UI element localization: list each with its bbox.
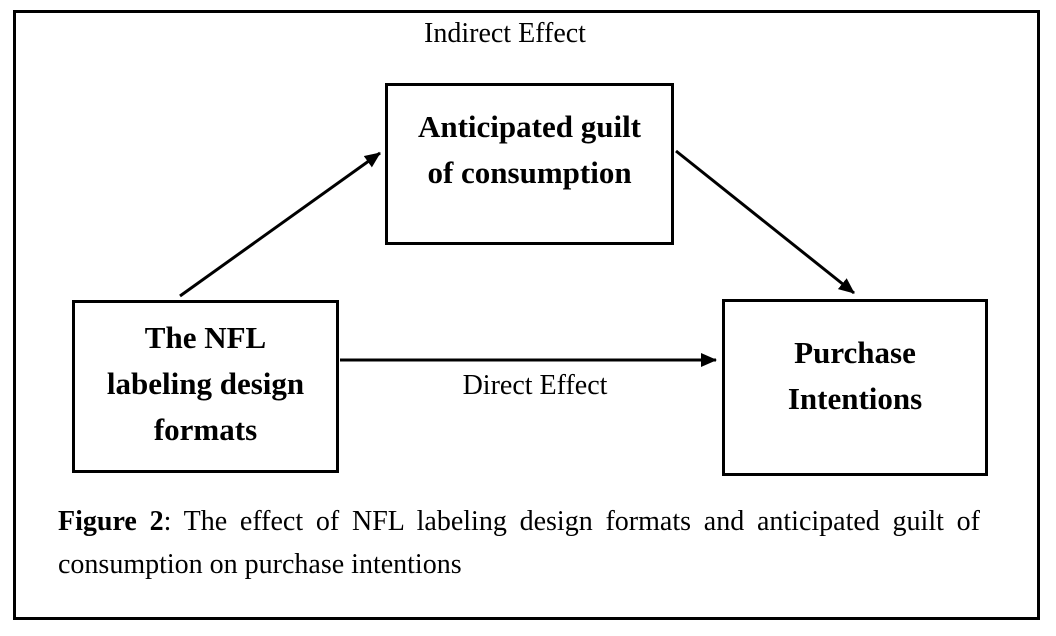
outcome-box: Purchase Intentions: [722, 299, 988, 476]
mediator-box: Anticipated guilt of consumption: [385, 83, 674, 245]
outcome-box-line2: Intentions: [787, 381, 923, 416]
predictor-box-line1: The NFL: [144, 320, 267, 355]
figure-caption-text: : The effect of NFL labeling design form…: [163, 506, 980, 537]
figure-border: [13, 10, 1040, 620]
predictor-box: The NFL labeling design formats: [72, 300, 339, 473]
figure-caption-line2: consumption on purchase intentions: [58, 549, 462, 580]
outcome-box-line1: Purchase: [794, 335, 916, 370]
mediator-box-line1: Anticipated guilt: [417, 109, 642, 144]
figure-caption-number: Figure 2: [58, 506, 164, 537]
indirect-effect-label: Indirect Effect: [424, 18, 586, 49]
figure-caption-line1: Figure 2: The effect of NFL labeling des…: [58, 500, 980, 543]
predictor-box-line3: formats: [153, 412, 258, 447]
predictor-box-line2: labeling design: [106, 366, 305, 401]
figure-caption: Figure 2: The effect of NFL labeling des…: [58, 500, 980, 586]
mediator-box-line2: of consumption: [427, 155, 632, 190]
direct-effect-label: Direct Effect: [462, 370, 608, 401]
